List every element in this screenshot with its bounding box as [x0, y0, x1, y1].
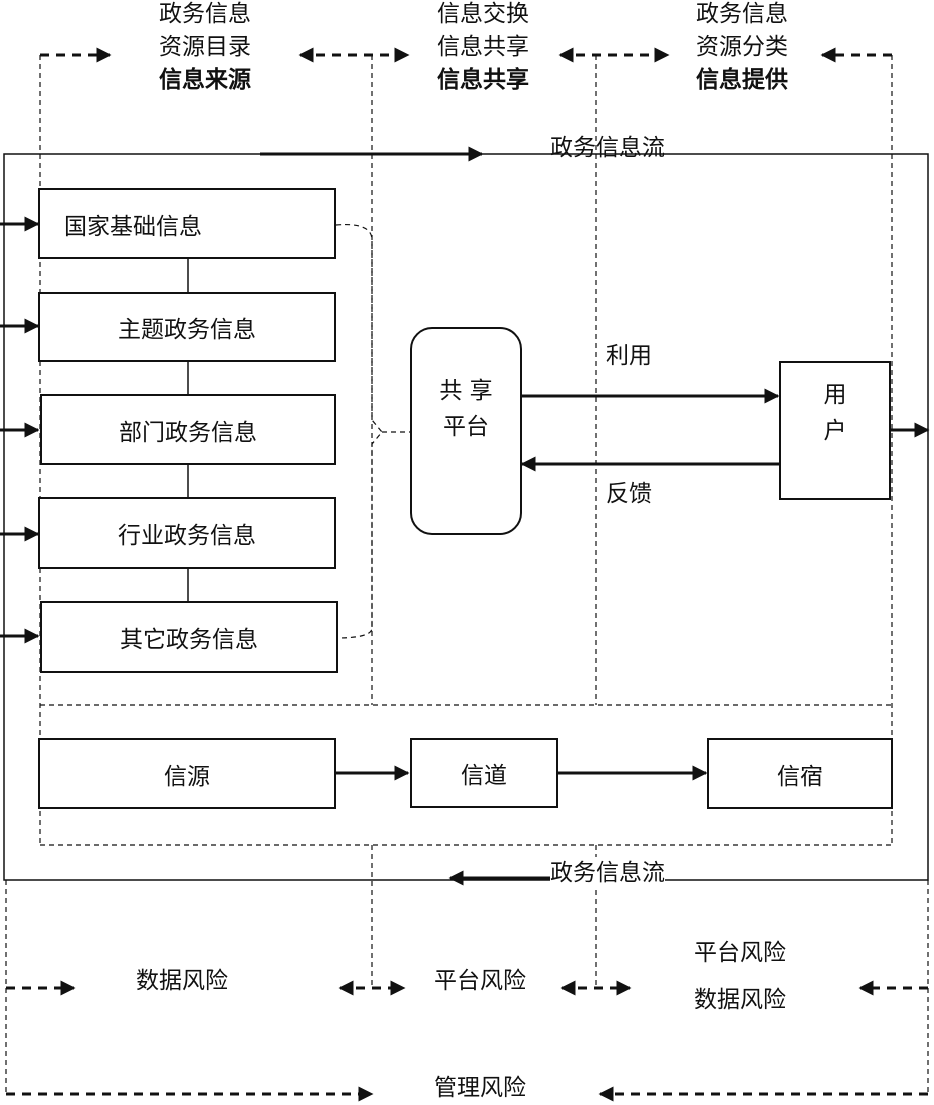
heading-middle-line2: 信息共享: [437, 34, 529, 60]
heading-left: 政务信息 资源目录 信息来源: [140, 0, 270, 97]
risk-right-line2: 数据风险: [694, 987, 786, 1013]
info-box-national-label: 国家基础信息: [64, 213, 202, 240]
bracket-line: [335, 223, 383, 639]
flow-top-label: 政务信息流: [550, 135, 665, 161]
user-box: 用 户: [779, 361, 891, 500]
heading-middle: 信息交换 信息共享 信息共享: [418, 0, 548, 97]
channel-box: 信道: [410, 738, 558, 808]
heading-left-line1: 政务信息: [159, 1, 251, 27]
source-label: 信源: [164, 763, 210, 790]
sink-box: 信宿: [707, 738, 893, 809]
heading-middle-line1: 信息交换: [437, 1, 529, 27]
heading-right-line3: 信息提供: [696, 67, 788, 93]
info-box-department-label: 部门政务信息: [119, 419, 257, 446]
feedback-label: 反馈: [606, 481, 652, 507]
heading-right-line2: 资源分类: [696, 34, 788, 60]
source-box: 信源: [38, 738, 336, 809]
platform-line1: 共 享: [439, 378, 493, 404]
info-box-other: 其它政务信息: [40, 601, 338, 673]
info-box-topic-label: 主题政务信息: [118, 317, 256, 343]
user-line1: 用: [823, 382, 847, 408]
use-label: 利用: [606, 343, 652, 369]
info-box-national: 国家基础信息: [38, 188, 336, 259]
heading-right: 政务信息 资源分类 信息提供: [677, 0, 807, 97]
risk-platform-label: 平台风险: [434, 968, 526, 994]
risk-data-label: 数据风险: [136, 968, 228, 994]
risk-management-label: 管理风险: [434, 1075, 526, 1101]
sink-label: 信宿: [777, 763, 823, 790]
channel-label: 信道: [461, 763, 507, 789]
sharing-platform: 共 享 平台: [410, 327, 522, 535]
heading-left-line2: 资源目录: [159, 34, 251, 60]
info-box-topic: 主题政务信息: [38, 292, 336, 362]
heading-middle-line3: 信息共享: [437, 67, 529, 93]
info-box-other-label: 其它政务信息: [120, 627, 258, 653]
heading-right-line1: 政务信息: [696, 1, 788, 27]
heading-left-line3: 信息来源: [159, 67, 251, 93]
info-box-industry-label: 行业政务信息: [118, 523, 256, 549]
user-line2: 户: [823, 418, 847, 444]
platform-line2: 平台: [443, 414, 489, 440]
risk-right-line1: 平台风险: [694, 940, 786, 966]
info-box-industry: 行业政务信息: [38, 497, 336, 569]
flow-bottom-label: 政务信息流: [550, 857, 665, 890]
info-box-department: 部门政务信息: [40, 394, 336, 465]
